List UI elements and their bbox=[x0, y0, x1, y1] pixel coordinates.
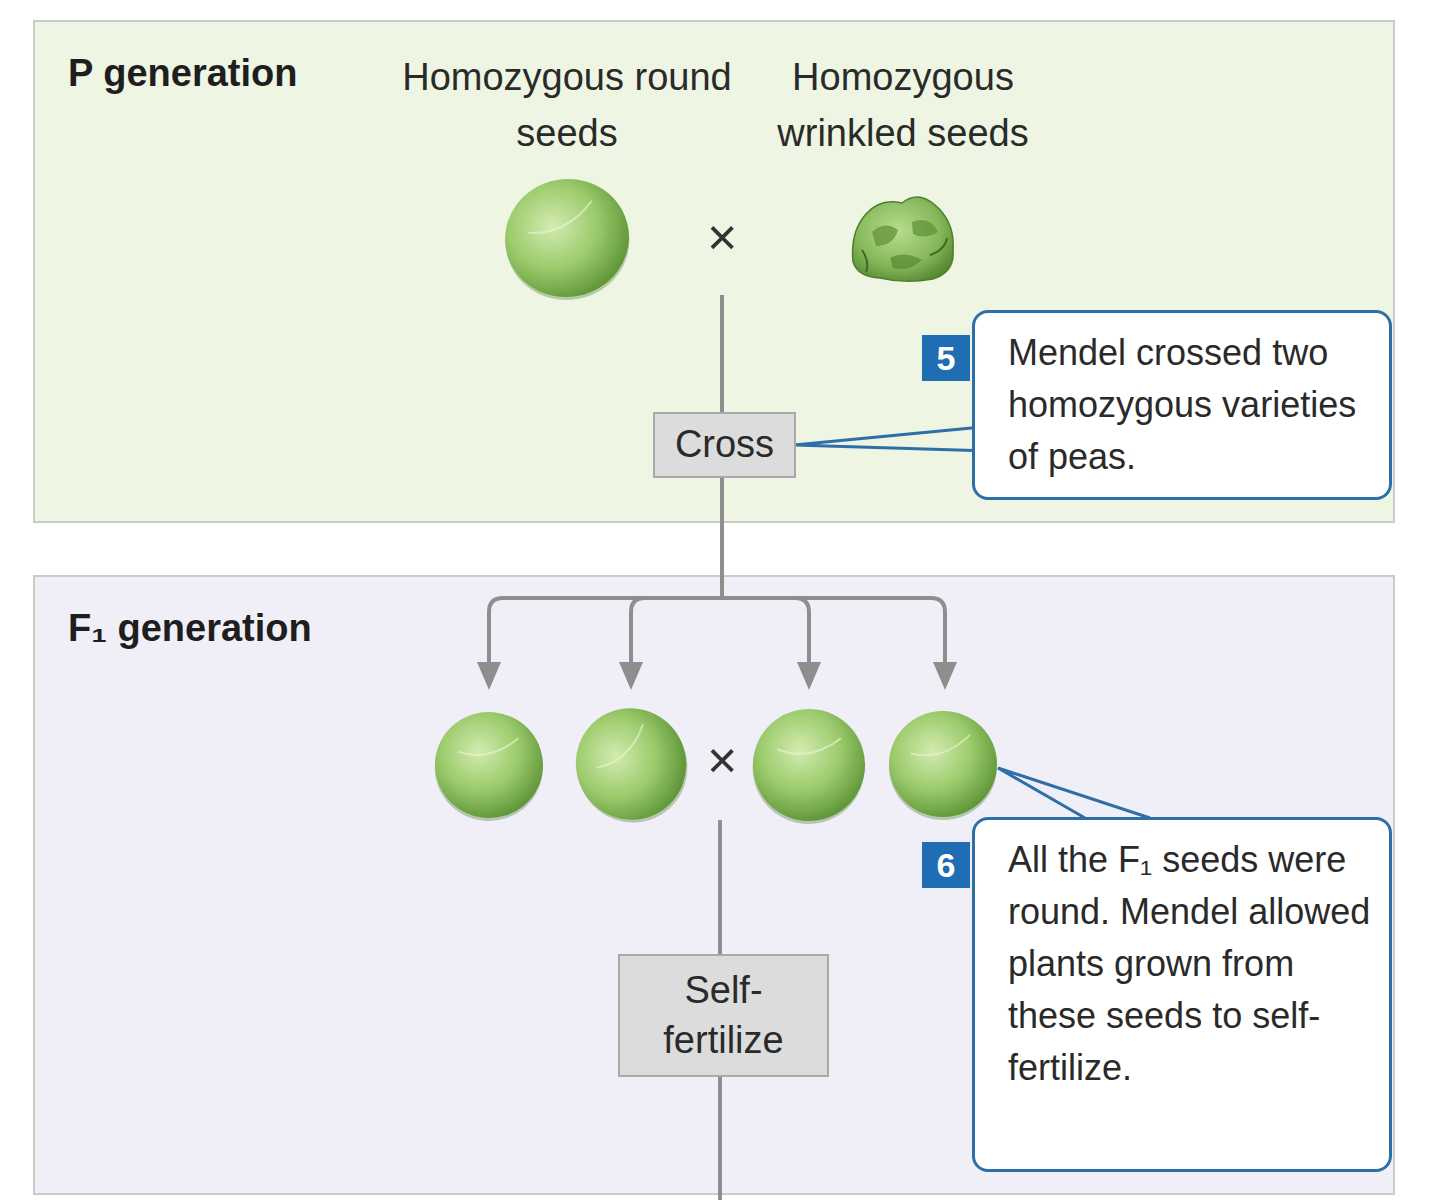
callout-note: Mendel crossed two homozygous varieties … bbox=[1008, 327, 1375, 483]
cross-symbol: × bbox=[707, 734, 737, 786]
cross-symbol: × bbox=[707, 211, 737, 263]
box-label: Self-fertilize bbox=[630, 966, 817, 1065]
leader-line bbox=[998, 768, 1150, 818]
seed-label: Homozygous wrinkled seeds bbox=[723, 49, 1083, 161]
branch-line bbox=[631, 598, 809, 672]
round-pea bbox=[557, 690, 705, 841]
callout-number: 6 bbox=[922, 842, 970, 888]
wrinkled-pea bbox=[853, 197, 954, 281]
callout-box: 5Mendel crossed two homozygous varieties… bbox=[972, 310, 1392, 500]
generation-panel: F₁ generation6All the F₁ seeds were roun… bbox=[33, 575, 1395, 1195]
leader-wedge bbox=[794, 428, 974, 451]
self-fertilize-line bbox=[718, 820, 722, 1200]
process-box: Self-fertilize bbox=[618, 954, 829, 1077]
branch-line bbox=[489, 598, 945, 672]
round-pea bbox=[496, 169, 639, 310]
panel-heading: F₁ generation bbox=[68, 607, 312, 650]
round-pea bbox=[889, 711, 997, 820]
callout-note: All the F₁ seeds were round. Mendel allo… bbox=[1008, 834, 1375, 1094]
arrowhead bbox=[619, 662, 643, 690]
round-pea bbox=[745, 702, 872, 831]
callout-box: 6All the F₁ seeds were round. Mendel all… bbox=[972, 817, 1392, 1172]
arrowhead bbox=[933, 662, 957, 690]
callout-number: 5 bbox=[922, 335, 970, 381]
panel-heading: P generation bbox=[68, 52, 297, 95]
process-box: Cross bbox=[653, 412, 796, 478]
arrowhead bbox=[797, 662, 821, 690]
box-label: Cross bbox=[675, 420, 774, 469]
arrowhead bbox=[477, 662, 501, 690]
cross-line bbox=[720, 295, 724, 598]
round-pea bbox=[430, 707, 547, 825]
seed-label: Homozygous round seeds bbox=[402, 49, 732, 161]
